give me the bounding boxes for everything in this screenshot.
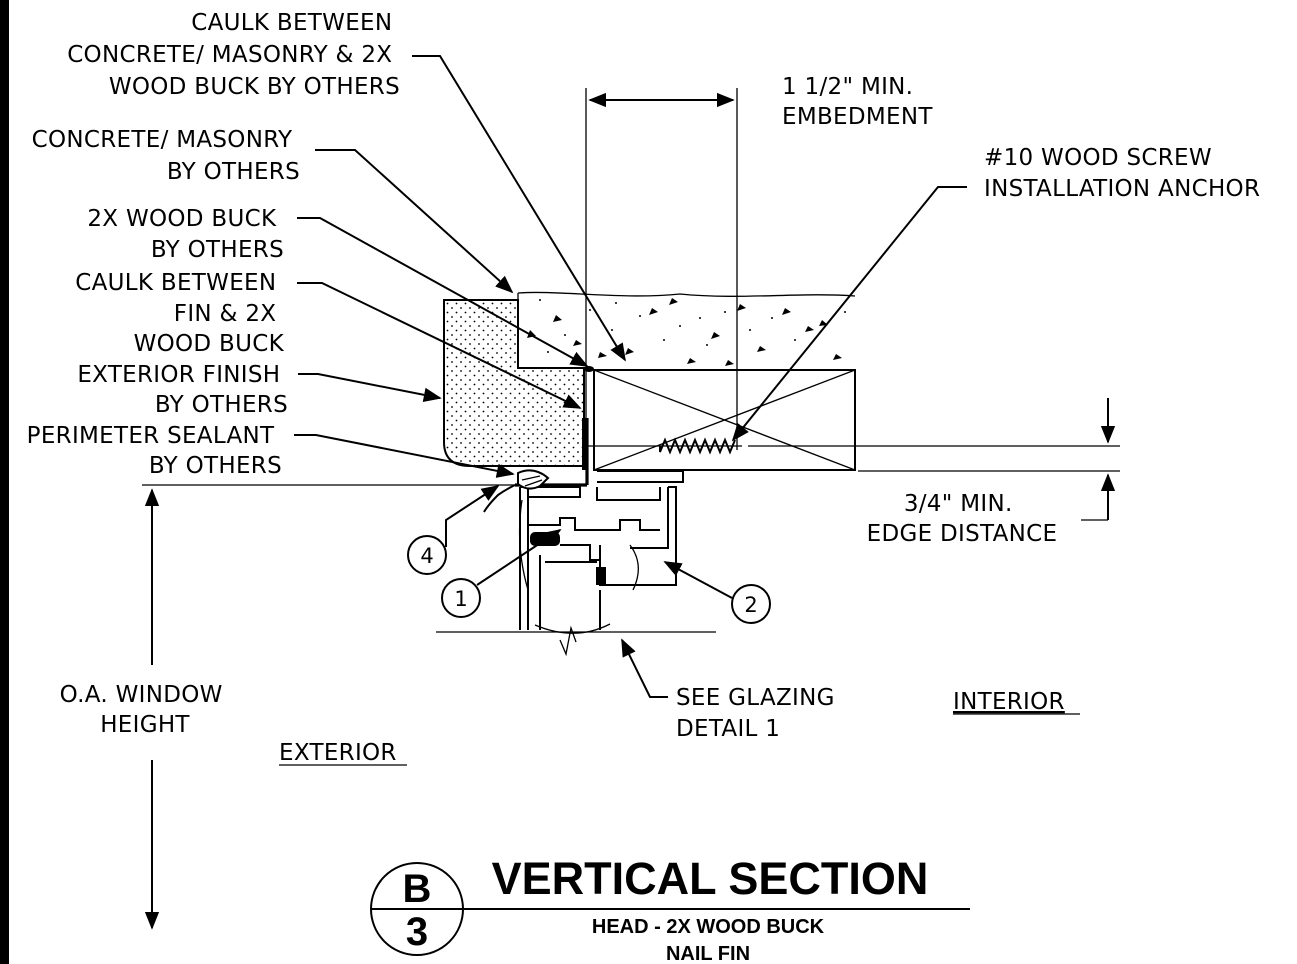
setting-block <box>596 567 606 585</box>
embedment-dimension <box>585 88 738 450</box>
leader-lines <box>294 55 967 698</box>
drawing-title: VERTICAL SECTION <box>492 853 929 904</box>
sheet-number: 3 <box>406 910 428 954</box>
exterior-finish <box>443 299 585 467</box>
interior-label: INTERIOR <box>953 689 1065 715</box>
detail-letter: B <box>403 867 432 911</box>
edge-distance-dimension <box>748 398 1120 521</box>
callout-2-number: 2 <box>744 593 757 617</box>
wood-buck-label: 2X WOOD BUCK BY OTHERS <box>87 206 284 263</box>
caulk-concrete-label: CAULK BETWEEN CONCRETE/ MASONRY & 2X WOO… <box>67 10 400 100</box>
glazing-label: SEE GLAZING DETAIL 1 <box>676 685 842 742</box>
concrete-label: CONCRETE/ MASONRY BY OTHERS <box>32 127 300 185</box>
wood-buck <box>593 369 856 471</box>
caulk-joint-fin <box>582 418 588 470</box>
callout-1-number: 1 <box>454 587 467 611</box>
title-block: B 3 VERTICAL SECTION HEAD - 2X WOOD BUCK… <box>370 853 970 964</box>
concrete-specks <box>539 299 846 353</box>
window-height-label: O.A. WINDOW HEIGHT <box>60 682 231 738</box>
callout-4: 4 <box>407 535 447 575</box>
drawing-subtitle-2: NAIL FIN <box>666 943 750 964</box>
exterior-finish-label: EXTERIOR FINISH BY OTHERS <box>77 362 288 418</box>
edge-distance-label: 3/4" MIN. EDGE DISTANCE <box>867 491 1058 547</box>
sheet-border <box>0 0 9 964</box>
concrete-aggregate <box>527 298 842 366</box>
wood-screw <box>588 437 742 455</box>
caulk-fin-label: CAULK BETWEEN FIN & 2X WOOD BUCK <box>75 270 284 357</box>
exterior-label: EXTERIOR <box>279 740 397 766</box>
window-height-dimension <box>142 484 515 930</box>
concrete-masonry <box>517 291 856 369</box>
sealant-label: PERIMETER SEALANT BY OTHERS <box>27 423 282 479</box>
embedment-label: 1 1/2" MIN. EMBEDMENT <box>782 74 933 130</box>
drawing-subtitle-1: HEAD - 2X WOOD BUCK <box>592 916 825 938</box>
callout-2: 2 <box>731 584 771 624</box>
perimeter-sealant <box>517 469 550 490</box>
callout-4-number: 4 <box>420 544 433 568</box>
screw-label: #10 WOOD SCREW INSTALLATION ANCHOR <box>984 145 1260 202</box>
callout-1: 1 <box>441 578 481 618</box>
